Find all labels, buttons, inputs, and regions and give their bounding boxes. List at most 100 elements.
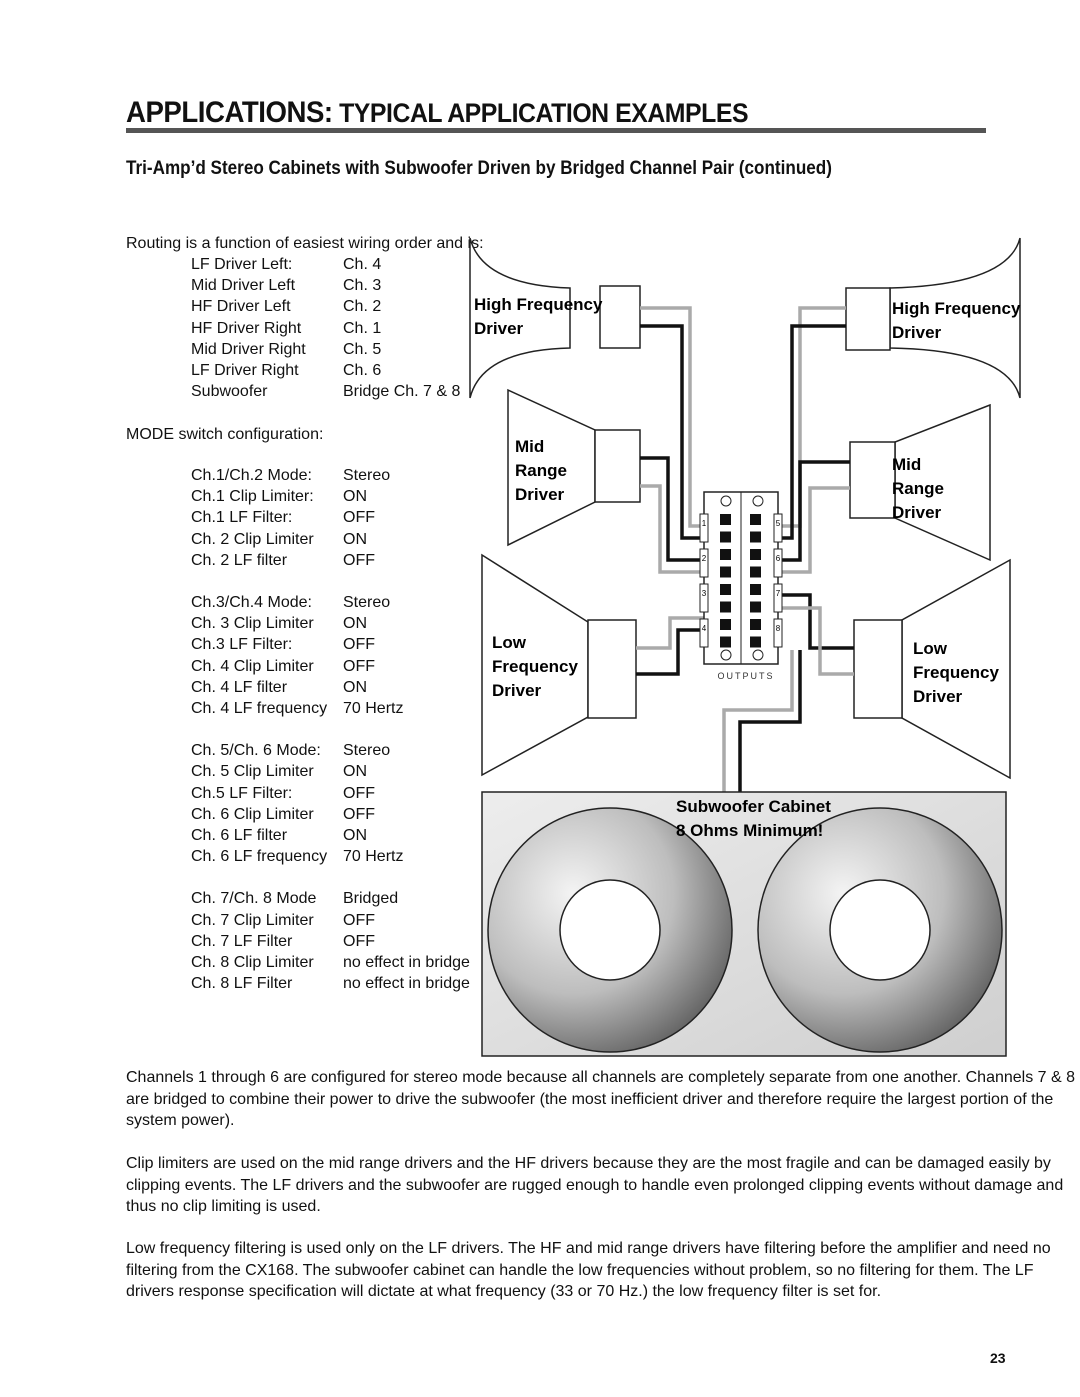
screw-icon (752, 649, 764, 661)
setting-name: Ch. 7/Ch. 8 Mode (191, 890, 317, 908)
terminal-slot (720, 549, 731, 560)
setting-value: ON (343, 827, 367, 844)
setting-value: Ch. 4 (343, 256, 382, 273)
setting-value: Ch. 3 (343, 277, 382, 295)
terminal-slot (750, 514, 761, 525)
setting-value: OFF (343, 551, 375, 569)
setting-name: HF Driver Right (191, 319, 302, 337)
outputs-label: OUTPUTS (717, 671, 774, 681)
screw-icon (752, 495, 764, 507)
setting-value: OFF (343, 784, 375, 802)
setting-name: Ch. 6 Clip Limiter (191, 805, 314, 823)
setting-name: Ch. 5/Ch. 6 Mode: (191, 742, 321, 760)
channel-tab (773, 548, 783, 578)
channel-number-left: 1 (702, 519, 707, 528)
setting-name: Ch. 8 Clip Limiter (191, 954, 314, 971)
setting-name: Ch.1/Ch.2 Mode: (191, 467, 312, 484)
setting-value: Stereo (343, 594, 391, 611)
setting-name: Ch. 6 LF frequency (191, 848, 328, 866)
channel-tab (773, 618, 783, 648)
paragraph-clip-limiters: Clip limiters are used on the mid range … (126, 1155, 1064, 1215)
setting-value: OFF (343, 509, 375, 527)
terminal-slot (750, 549, 761, 560)
channel-tab (699, 618, 709, 648)
setting-name: Ch.1 Clip Limiter: (191, 488, 314, 506)
routing-intro: Routing is a function of easiest wiring … (126, 235, 484, 252)
setting-name: Ch. 8 LF Filter (191, 975, 293, 993)
channel-number-left: 3 (702, 589, 707, 598)
hf-left-driver (469, 237, 641, 399)
section-subtitle: Tri-Amp’d Stereo Cabinets with Subwoofer… (126, 158, 832, 179)
setting-value: 70 Hertz (343, 848, 404, 866)
terminal-slot (750, 619, 761, 630)
hf-right-label: High Frequency Driver (892, 299, 1025, 342)
setting-name: Ch. 5 Clip Limiter (191, 763, 314, 781)
setting-name: Ch. 7 LF Filter (191, 932, 293, 950)
setting-value: Bridged (343, 890, 399, 908)
channel-tab (699, 583, 709, 613)
setting-name: Mid Driver Left (191, 277, 296, 295)
title-rule (126, 128, 986, 133)
setting-name: HF Driver Left (191, 298, 291, 316)
setting-value: Stereo (343, 742, 391, 760)
setting-name: Ch. 2 LF filter (191, 551, 288, 569)
setting-name: Mid Driver Right (191, 340, 306, 358)
channel-tab (699, 513, 709, 543)
terminal-slot (720, 584, 731, 595)
setting-value: 70 Hertz (343, 700, 404, 717)
mid-left-label: Mid Range Driver (515, 437, 572, 504)
setting-value: ON (343, 763, 367, 781)
terminal-slot (720, 531, 731, 543)
setting-value: Ch. 2 (343, 298, 382, 316)
subwoofer-cabinet (481, 791, 1007, 1057)
channel-number-left: 2 (702, 554, 707, 563)
hf-left-label: High Frequency Driver (474, 295, 607, 338)
lf-left-label: Low Frequency Driver (492, 633, 583, 700)
channel-tab (699, 548, 709, 578)
setting-value: no effect in bridge (343, 975, 470, 993)
setting-name: Ch. 7 Clip Limiter (191, 911, 314, 929)
setting-value: OFF (343, 932, 375, 950)
lf-right-label: Low Frequency Driver (913, 639, 1004, 706)
setting-value: ON (343, 678, 367, 696)
setting-value: Bridge Ch. 7 & 8 (343, 383, 461, 401)
paragraph-stereo: Channels 1 through 6 are configured for … (126, 1069, 1076, 1129)
screw-icon (720, 495, 732, 507)
terminal-slot (720, 636, 731, 648)
paragraph-lf-filtering: Low frequency filtering is used only on … (126, 1240, 1051, 1300)
setting-name: Ch. 4 Clip Limiter (191, 657, 314, 675)
channel-number-right: 8 (776, 624, 781, 633)
channel-number-left: 4 (702, 624, 707, 633)
terminal-slot (750, 636, 761, 648)
terminal-slot (720, 619, 731, 630)
terminal-slot (750, 601, 761, 613)
terminal-slot (750, 566, 761, 578)
setting-name: LF Driver Right (191, 362, 299, 379)
setting-name: Ch. 3 Clip Limiter (191, 615, 314, 633)
setting-value: OFF (343, 657, 375, 675)
screw-icon (720, 649, 732, 661)
setting-name: Ch.3 LF Filter: (191, 636, 293, 654)
lf-right-driver (853, 558, 1011, 780)
setting-value: Ch. 1 (343, 319, 382, 337)
subwoofer-label: Subwoofer Cabinet 8 Ohms Minimum! (676, 797, 836, 840)
setting-name: Ch.3/Ch.4 Mode: (191, 594, 312, 611)
setting-value: Stereo (343, 467, 391, 484)
terminal-slot (750, 584, 761, 595)
channel-tab (773, 583, 783, 613)
setting-value: ON (343, 615, 367, 633)
terminal-slot (720, 566, 731, 578)
channel-number-right: 7 (776, 589, 781, 598)
channel-number-right: 5 (776, 519, 781, 528)
setting-value: OFF (343, 805, 375, 823)
setting-value: OFF (343, 636, 375, 654)
setting-value: no effect in bridge (343, 954, 470, 971)
setting-name: LF Driver Left: (191, 256, 293, 273)
terminal-slot (750, 531, 761, 543)
setting-name: Subwoofer (191, 383, 268, 401)
setting-name: Ch.5 LF Filter: (191, 784, 293, 802)
setting-name: Ch. 2 Clip Limiter (191, 530, 314, 548)
setting-name: Ch.1 LF Filter: (191, 509, 293, 527)
